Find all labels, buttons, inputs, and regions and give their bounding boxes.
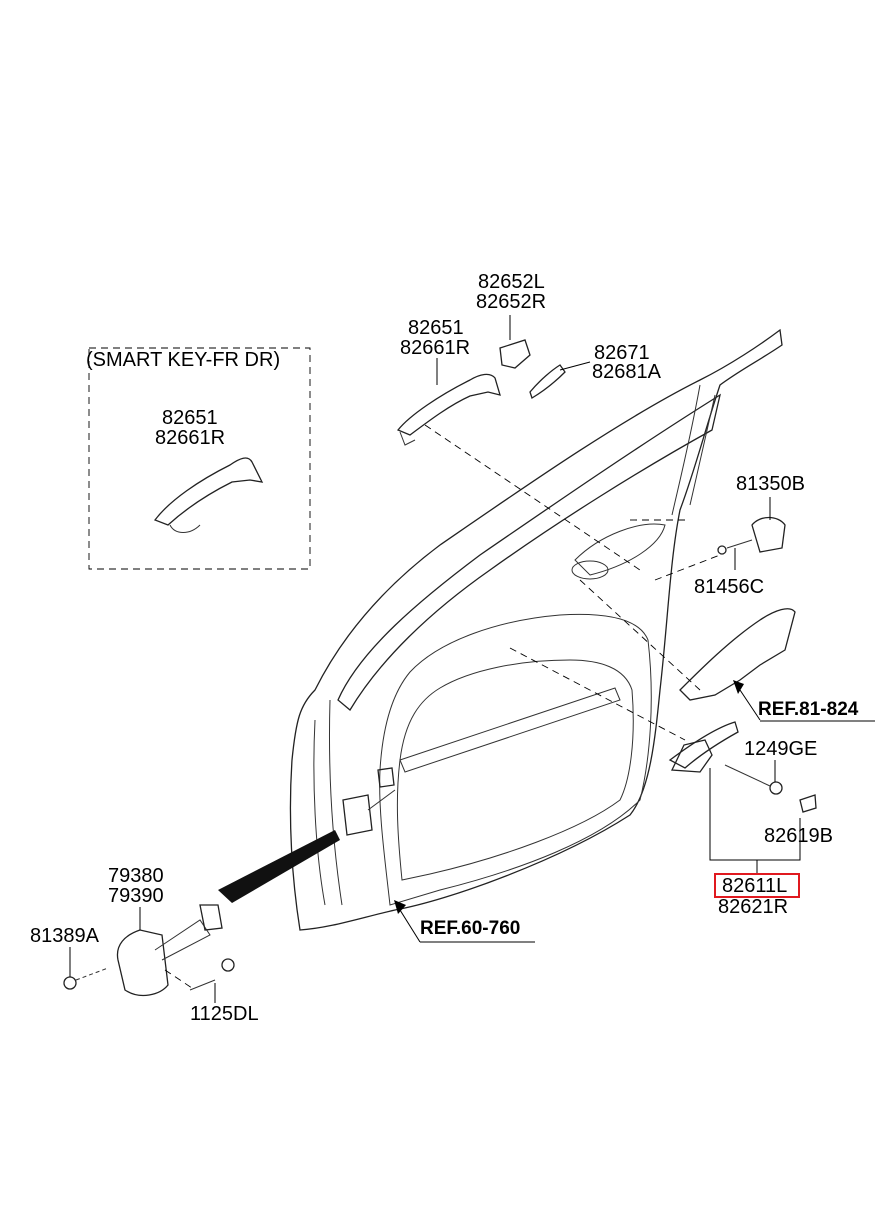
smart-key-handle	[153, 457, 264, 533]
ref-81-824[interactable]: REF.81-824	[758, 699, 859, 720]
leader-82671	[559, 361, 591, 371]
leader-bracket	[709, 768, 801, 861]
label-79380: 79380	[108, 865, 164, 887]
ref1-arrow-line	[739, 689, 761, 721]
handle-cover	[499, 339, 531, 369]
door-striker	[717, 516, 786, 555]
label-82621r: 82621R	[718, 896, 789, 918]
hinge-wedge	[218, 830, 340, 903]
dash-line-latch	[579, 579, 701, 691]
label-82661r: 82661R	[400, 337, 471, 359]
label-82611l[interactable]: 82611L	[722, 875, 788, 897]
bolt-81389a	[63, 967, 109, 990]
label-1125dl: 1125DL	[190, 1003, 259, 1025]
label-1249ge: 1249GE	[744, 738, 818, 760]
label-81389a: 81389A	[30, 925, 99, 947]
dash-line-handle	[424, 424, 641, 571]
dash-line-checker	[164, 969, 196, 991]
inside-handle	[668, 721, 739, 773]
ref-60-760[interactable]: REF.60-760	[420, 918, 521, 939]
door-checker	[116, 904, 223, 997]
label-box-82661r: 82661R	[155, 427, 226, 449]
label-82651: 82651	[408, 317, 464, 339]
label-82652r: 82652R	[476, 291, 547, 313]
ref2-arrow-line	[399, 909, 421, 943]
outside-handle	[396, 373, 501, 446]
label-box-82651: 82651	[162, 407, 218, 429]
ref2-arrowhead	[394, 900, 406, 914]
screw-1249ge	[724, 764, 783, 795]
smart-key-box-title: (SMART KEY-FR DR)	[86, 349, 281, 371]
ref1-arrowhead	[733, 680, 744, 694]
door-panel	[289, 328, 783, 931]
escutcheon	[529, 364, 566, 399]
highlight-box-82611l	[714, 873, 800, 898]
dash-line-inner	[509, 647, 686, 741]
label-82671: 82671	[594, 342, 650, 364]
bolt-1125dl	[189, 958, 235, 991]
door-latch	[679, 608, 796, 701]
label-81350b: 81350B	[736, 473, 805, 495]
label-79390: 79390	[108, 885, 164, 907]
label-82652l: 82652L	[478, 271, 545, 293]
cap-82619b	[799, 794, 817, 813]
smart-key-box	[88, 347, 311, 570]
label-81456c: 81456C	[694, 576, 765, 598]
label-82619b: 82619B	[764, 825, 833, 847]
label-82681a: 82681A	[592, 361, 661, 383]
